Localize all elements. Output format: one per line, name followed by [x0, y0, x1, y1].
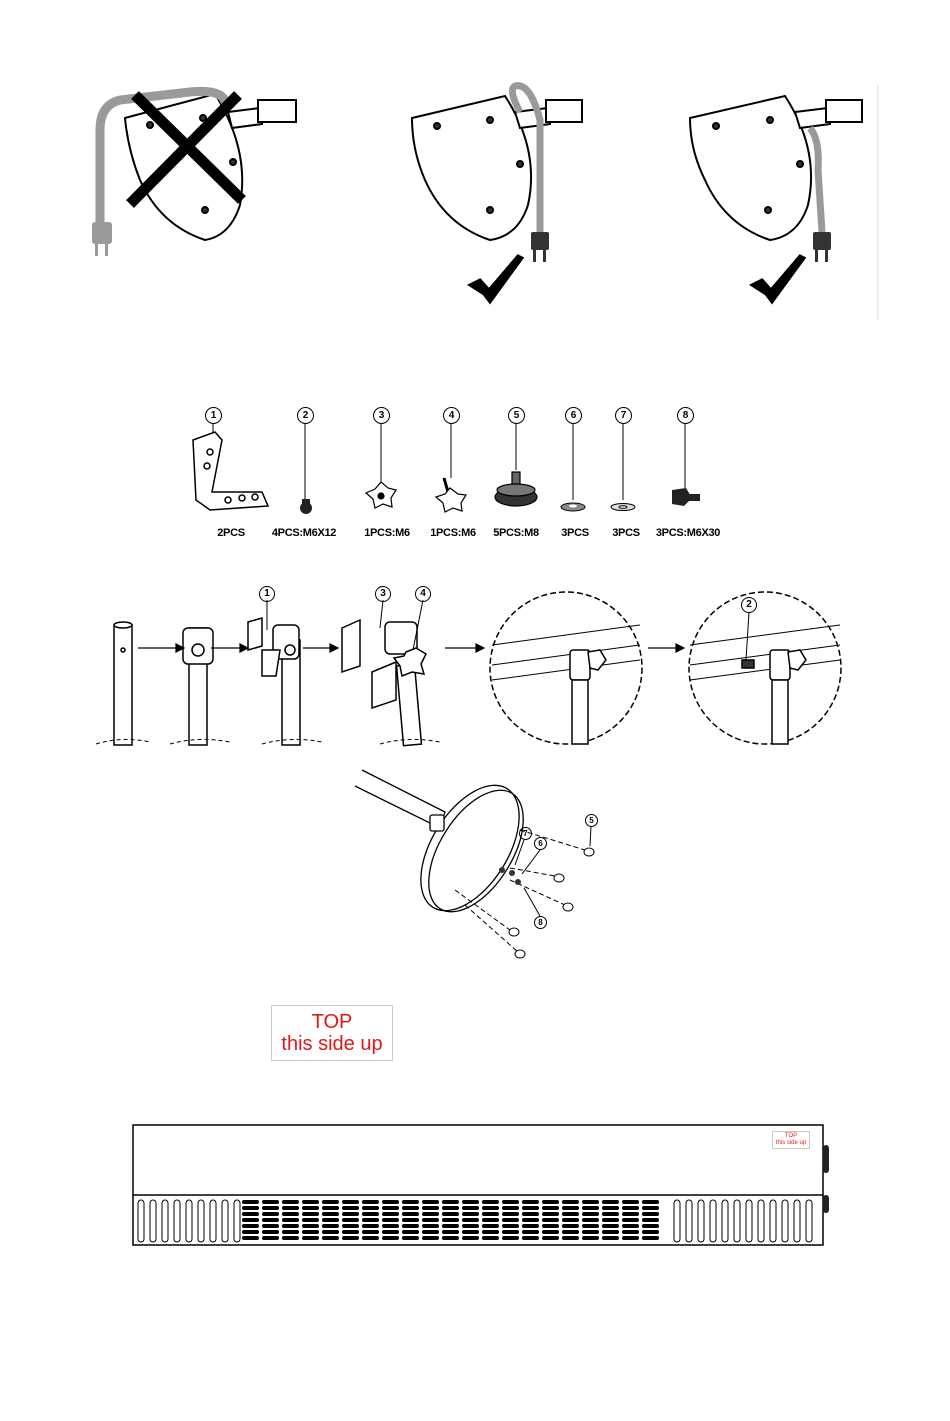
- heater-label-line-1: TOP: [773, 1133, 809, 1140]
- heater-label-line-2: this side up: [773, 1140, 809, 1147]
- vent-grille-center: [242, 1200, 659, 1240]
- heater-top-label: TOP this side up: [772, 1131, 810, 1149]
- vent-slots-left: [138, 1200, 240, 1242]
